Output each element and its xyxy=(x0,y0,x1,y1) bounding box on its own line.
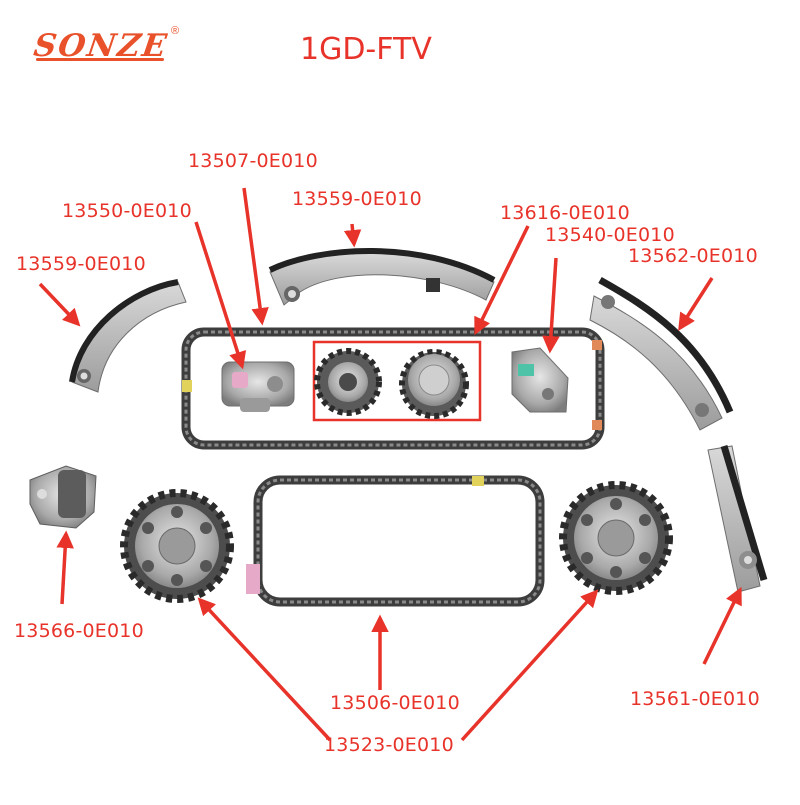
chain-guide-lower-right xyxy=(707,444,768,593)
label-crank-gears: 13616-0E010 xyxy=(500,202,630,224)
arrow-guide-right xyxy=(678,277,714,331)
label-guide-upper-left: 13559-0E010 xyxy=(16,253,146,275)
label-chain-lower: 13506-0E010 xyxy=(330,692,460,714)
chain-tensioner-small xyxy=(221,361,295,412)
arrow-guide-top xyxy=(343,223,362,248)
arrow-sprocket-left xyxy=(197,597,332,742)
label-guide-right: 13562-0E010 xyxy=(628,245,758,267)
arrow-guide-upper-left xyxy=(38,282,81,327)
label-tensioner-right: 13540-0E010 xyxy=(545,224,675,246)
arrow-tensioner-bracket xyxy=(56,530,74,605)
upper-timing-chain xyxy=(181,327,605,450)
chain-guide-right xyxy=(589,276,734,431)
arrow-tensioner-right xyxy=(542,257,560,354)
label-guide-top: 13559-0E010 xyxy=(292,188,422,210)
arrow-tensioner-small xyxy=(194,221,247,370)
callout-arrows xyxy=(38,187,742,742)
label-tensioner-small: 13550-0E010 xyxy=(62,200,192,222)
chain-tensioner-right xyxy=(511,347,569,413)
arrow-guide-lower-right xyxy=(702,586,742,665)
arrow-crank-gears xyxy=(474,225,530,336)
sprocket-left xyxy=(120,489,234,603)
crankshaft-gears xyxy=(312,340,482,422)
label-sprocket-pair: 13523-0E010 xyxy=(324,734,454,756)
tensioner-bracket xyxy=(29,465,97,529)
arrow-tensioner-arm xyxy=(242,187,269,326)
engine-model-title: 1GD-FTV xyxy=(300,32,432,67)
label-guide-lower-right: 13561-0E010 xyxy=(630,688,760,710)
chain-guide-upper-left xyxy=(69,279,187,393)
label-tensioner-bracket: 13566-0E010 xyxy=(14,620,144,642)
label-tensioner-arm: 13507-0E010 xyxy=(188,150,318,172)
registered-mark: ® xyxy=(171,25,180,37)
brand-swoosh xyxy=(36,58,164,61)
arrow-sprocket-right xyxy=(460,589,599,742)
chain-guide-top xyxy=(268,248,496,306)
lower-timing-chain xyxy=(246,475,545,607)
sprocket-right xyxy=(559,481,673,595)
